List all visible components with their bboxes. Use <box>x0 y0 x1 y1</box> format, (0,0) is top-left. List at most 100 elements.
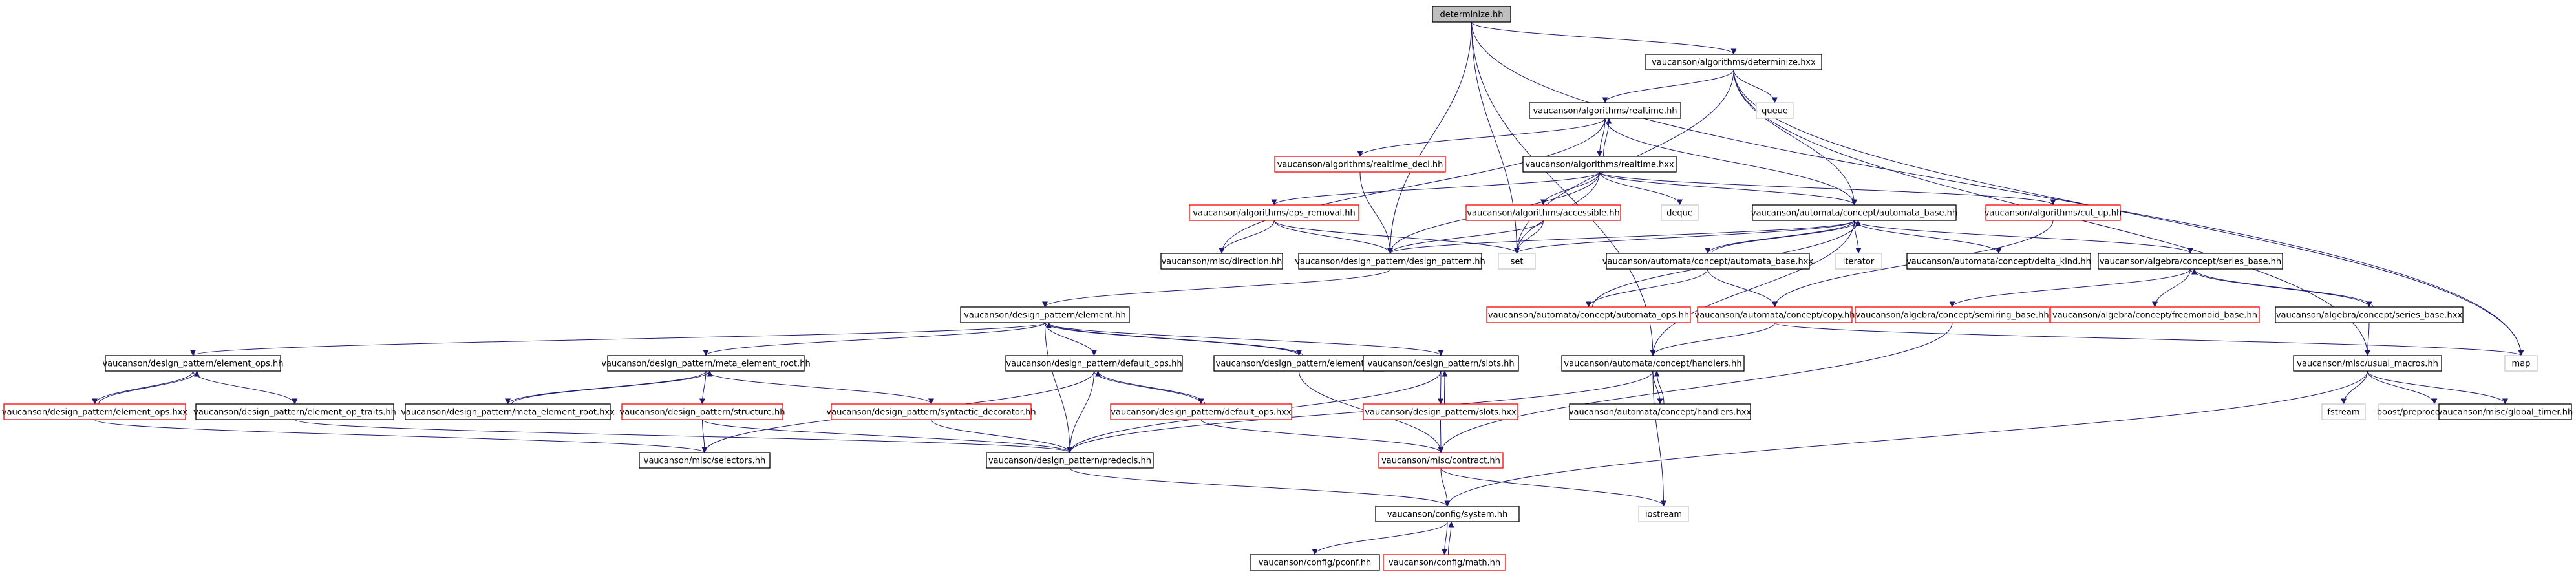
node-box <box>2321 403 2366 420</box>
node-box <box>1160 253 1283 270</box>
edge-n14-to-n9 <box>1711 220 1861 254</box>
node-label: vaucanson/misc/contract.hh <box>1381 456 1500 466</box>
node-label: vaucanson/automata/concept/automata_base… <box>1602 257 1814 267</box>
node-n0[interactable]: determinize.hh <box>1432 6 1511 23</box>
node-label: vaucanson/misc/selectors.hh <box>644 456 765 466</box>
node-n10[interactable]: vaucanson/algorithms/cut_up.hh <box>1985 204 2122 221</box>
node-n17[interactable]: vaucanson/algebra/concept/series_base.hh <box>2098 253 2283 270</box>
node-n31[interactable]: vaucanson/misc/usual_macros.hh <box>2293 355 2442 372</box>
edge-n36-to-n44 <box>931 419 1073 453</box>
node-n9[interactable]: vaucanson/automata/concept/automata_base… <box>1751 204 1957 221</box>
node-n42[interactable]: vaucanson/misc/global_timer.hh <box>2438 403 2573 420</box>
node-label: vaucanson/algebra/concept/freemonoid_bas… <box>2052 311 2257 321</box>
edge-n34-to-n25 <box>511 370 713 405</box>
node-label: vaucanson/design_pattern/meta_element_ro… <box>601 359 810 369</box>
node-box <box>1432 6 1511 23</box>
edge-n0-to-n30 <box>1471 21 2524 356</box>
node-label: vaucanson/design_pattern/syntactic_decor… <box>826 408 1036 418</box>
node-label: vaucanson/config/math.hh <box>1389 559 1500 568</box>
node-label: vaucanson/algebra/concept/series_base.hh <box>2100 257 2281 267</box>
edge-n24-to-n33 <box>193 370 298 405</box>
node-n23[interactable]: vaucanson/algebra/concept/series_base.hx… <box>2275 306 2464 323</box>
node-n13[interactable]: set <box>1498 253 1536 270</box>
node-n49[interactable]: vaucanson/config/math.hh <box>1383 554 1506 571</box>
node-n7[interactable]: vaucanson/algorithms/eps_removal.hh <box>1189 204 1359 221</box>
node-n24[interactable]: vaucanson/design_pattern/element_ops.hh <box>102 355 284 372</box>
node-n21[interactable]: vaucanson/algebra/concept/semiring_base.… <box>1855 306 2050 323</box>
node-label: vaucanson/design_pattern/predecls.hh <box>988 456 1151 466</box>
node-n35[interactable]: vaucanson/design_pattern/structure.hh <box>620 403 785 420</box>
edge-n37-to-n45 <box>1200 419 1444 453</box>
node-n36[interactable]: vaucanson/design_pattern/syntactic_decor… <box>826 403 1036 420</box>
node-n14[interactable]: vaucanson/automata/concept/automata_base… <box>1602 253 1814 270</box>
node-n39[interactable]: vaucanson/automata/concept/handlers.hxx <box>1569 403 1752 420</box>
node-n29[interactable]: vaucanson/automata/concept/handlers.hh <box>1561 355 1745 372</box>
node-label: vaucanson/design_pattern/element.hh <box>964 311 1126 321</box>
node-n28[interactable]: vaucanson/design_pattern/slots.hh <box>1363 355 1519 372</box>
node-n43[interactable]: vaucanson/misc/selectors.hh <box>639 452 771 469</box>
edge-n4-to-n12 <box>1359 171 1393 254</box>
edge-n20-to-n30 <box>1774 322 2524 356</box>
node-n15[interactable]: iterator <box>1835 253 1882 270</box>
node-n44[interactable]: vaucanson/design_pattern/predecls.hh <box>986 452 1154 469</box>
node-label: vaucanson/config/pconf.hh <box>1259 559 1372 568</box>
edge-n9-to-n14 <box>1705 220 1855 254</box>
node-n32[interactable]: vaucanson/design_pattern/element_ops.hxx <box>2 403 188 420</box>
node-label: vaucanson/algorithms/realtime.hxx <box>1525 160 1674 170</box>
edge-n5-to-n3 <box>1603 118 1612 157</box>
node-box <box>1835 253 1882 270</box>
node-label: vaucanson/design_pattern/structure.hh <box>620 408 785 418</box>
edge-n26-to-n37 <box>1094 370 1204 405</box>
node-n18[interactable]: vaucanson/design_pattern/element.hh <box>960 306 1130 323</box>
edge-n44-to-n47 <box>1069 467 1451 507</box>
edge-n18-to-n25 <box>703 322 1045 356</box>
node-label: vaucanson/design_pattern/slots.hxx <box>1365 408 1517 418</box>
node-n4[interactable]: vaucanson/algorithms/realtime_decl.hh <box>1274 156 1446 173</box>
node-n12[interactable]: vaucanson/design_pattern/design_pattern.… <box>1295 253 1485 270</box>
node-n8[interactable]: vaucanson/algorithms/accessible.hh <box>1465 204 1621 221</box>
node-box <box>195 403 394 420</box>
node-n45[interactable]: vaucanson/misc/contract.hh <box>1378 452 1504 469</box>
node-n40[interactable]: fstream <box>2321 403 2366 420</box>
node-n22[interactable]: vaucanson/algebra/concept/freemonoid_bas… <box>2050 306 2260 323</box>
node-label: vaucanson/algorithms/cut_up.hh <box>1985 209 2122 219</box>
node-n1[interactable]: vaucanson/algorithms/determinize.hxx <box>1645 54 1822 70</box>
edge-n20-to-n29 <box>1650 322 1775 356</box>
edge-n9-to-n17 <box>1854 220 2193 254</box>
node-n34[interactable]: vaucanson/design_pattern/meta_element_ro… <box>401 403 615 420</box>
node-box <box>1638 506 1689 522</box>
node-n6[interactable]: deque <box>1661 204 1699 221</box>
node-n5[interactable]: vaucanson/algorithms/realtime.hxx <box>1522 156 1677 173</box>
node-label: vaucanson/design_pattern/element.hxx <box>1216 359 1383 369</box>
node-n19[interactable]: vaucanson/automata/concept/automata_ops.… <box>1486 306 1691 323</box>
node-n38[interactable]: vaucanson/design_pattern/slots.hxx <box>1363 403 1518 420</box>
edge-n7-to-n12 <box>1273 220 1393 254</box>
node-n16[interactable]: vaucanson/automata/concept/delta_kind.hh <box>1906 253 2091 270</box>
node-label: vaucanson/design_pattern/element_ops.hxx <box>2 408 188 418</box>
edge-n35-to-n44 <box>702 419 1073 453</box>
node-n47[interactable]: vaucanson/config/system.hh <box>1375 506 1520 522</box>
node-n20[interactable]: vaucanson/automata/concept/copy.hh <box>1695 306 1855 323</box>
node-box <box>1752 204 1957 221</box>
node-n33[interactable]: vaucanson/design_pattern/element_op_trai… <box>193 403 396 420</box>
node-n25[interactable]: vaucanson/design_pattern/meta_element_ro… <box>601 355 811 372</box>
node-label: vaucanson/design_pattern/slots.hh <box>1367 359 1514 369</box>
edge-n31-to-n47 <box>1444 370 2368 507</box>
node-n26[interactable]: vaucanson/design_pattern/default_ops.hh <box>1005 355 1183 372</box>
node-n46[interactable]: iostream <box>1638 506 1689 522</box>
node-n30[interactable]: map <box>2504 355 2538 372</box>
node-n27[interactable]: vaucanson/design_pattern/element.hxx <box>1213 355 1385 372</box>
node-n48[interactable]: vaucanson/config/pconf.hh <box>1250 554 1380 571</box>
edge-n47-to-n48 <box>1312 521 1448 555</box>
node-box <box>1606 253 1810 270</box>
node-n37[interactable]: vaucanson/design_pattern/default_ops.hxx <box>1110 403 1292 420</box>
node-box <box>2275 306 2464 323</box>
node-n3[interactable]: vaucanson/algorithms/realtime.hh <box>1529 102 1681 119</box>
node-label: vaucanson/algorithms/realtime.hh <box>1533 107 1677 116</box>
node-label: deque <box>1666 209 1693 219</box>
node-box <box>1661 204 1699 221</box>
node-box <box>1906 253 2091 270</box>
node-n2[interactable]: queue <box>1756 102 1794 119</box>
node-n11[interactable]: vaucanson/misc/direction.hh <box>1160 253 1283 270</box>
node-box <box>405 403 611 420</box>
